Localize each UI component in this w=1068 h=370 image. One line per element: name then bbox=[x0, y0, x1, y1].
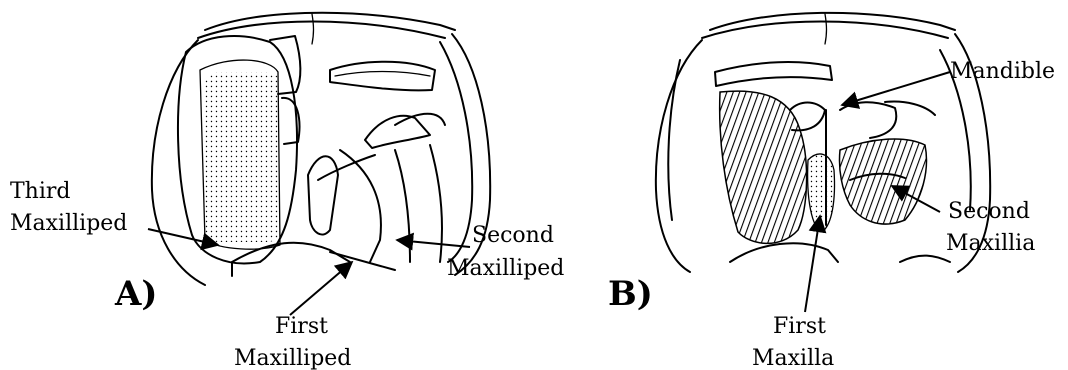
first-maxilla-line1: First bbox=[773, 314, 826, 339]
first-maxilla-line2: Maxilla bbox=[752, 346, 834, 370]
arrow-second-maxilliped bbox=[397, 240, 470, 247]
label-first-maxilla: First Maxilla bbox=[752, 314, 834, 370]
mandible-label: Mandible bbox=[950, 59, 1055, 84]
arrow-first-maxilliped bbox=[290, 262, 352, 315]
first-maxilliped-line2: Maxilliped bbox=[234, 346, 351, 370]
third-maxilliped-line2: Maxilliped bbox=[10, 211, 127, 236]
first-maxilliped-line1: First bbox=[275, 314, 328, 339]
arrow-mandible bbox=[842, 72, 950, 105]
second-maxillia-line2: Maxillia bbox=[946, 231, 1035, 256]
label-first-maxilliped: First Maxilliped bbox=[234, 314, 351, 370]
panel-a-letter: A) bbox=[114, 274, 157, 314]
second-maxillia-line1: Second bbox=[948, 199, 1030, 224]
panel-b-letter: B) bbox=[608, 274, 653, 314]
label-second-maxilliped: Second Maxilliped bbox=[447, 223, 564, 281]
label-third-maxilliped: Third Maxilliped bbox=[10, 179, 127, 236]
label-mandible: Mandible bbox=[950, 59, 1055, 84]
panel-b-drawing bbox=[656, 13, 990, 272]
arrow-first-maxilla bbox=[805, 216, 820, 312]
second-maxilliped-line2: Maxilliped bbox=[447, 256, 564, 281]
third-maxilliped-line1: Third bbox=[10, 179, 70, 204]
label-second-maxillia: Second Maxillia bbox=[946, 199, 1035, 256]
second-maxilliped-line1: Second bbox=[472, 223, 554, 248]
